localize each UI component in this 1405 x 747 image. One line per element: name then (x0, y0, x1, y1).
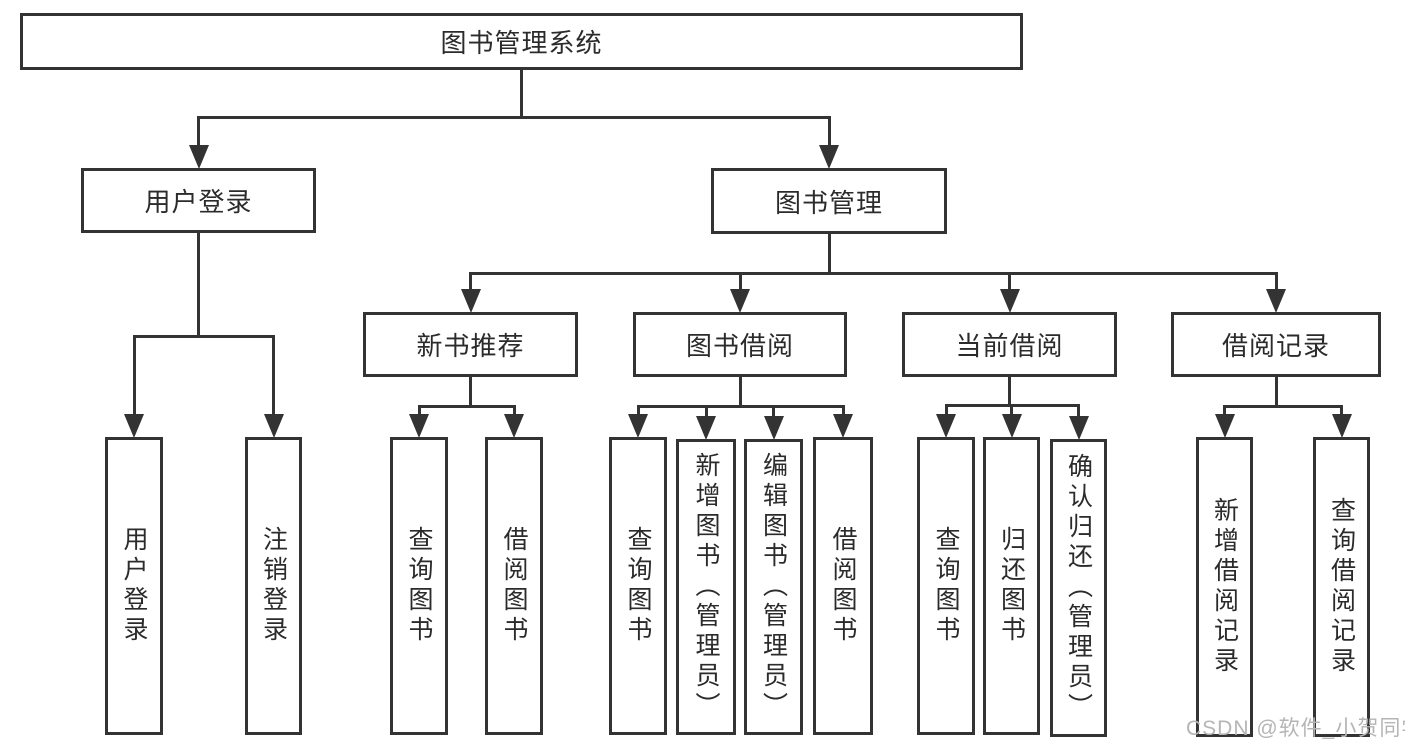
connector-trunk-current-borrow-box (1008, 377, 1011, 407)
leaf-logout-label: 注销登录 (259, 526, 288, 646)
arrowhead-down-icon-leaf-borrow-book-2 (833, 414, 853, 438)
arrowhead-down-icon-leaf-edit-book (763, 416, 784, 440)
book-borrow-box-label: 图书借阅 (685, 331, 794, 361)
leaf-confirm-return: 确认归还（管理员） (1050, 439, 1107, 737)
connector-stem-leaf-add-book (704, 406, 708, 418)
leaf-query-book-1: 查询图书 (390, 437, 448, 735)
leaf-edit-book: 编辑图书（管理员） (744, 439, 803, 735)
connector-stem-leaf-borrow-book-1 (512, 406, 516, 416)
leaf-user-login-label: 用户登录 (120, 526, 148, 646)
connector-branch-user-login-box (132, 334, 275, 338)
leaf-query-book-3-label: 查询图书 (932, 526, 960, 646)
leaf-add-record-label: 新增借阅记录 (1210, 497, 1239, 677)
leaf-borrow-book-2-label: 借阅图书 (829, 526, 857, 646)
arrowhead-down-icon-leaf-add-record (1214, 414, 1235, 438)
connector-branch-book-mgmt-box (469, 271, 1278, 275)
leaf-borrow-book-1-label: 借阅图书 (500, 526, 528, 646)
leaf-query-book-3: 查询图书 (917, 437, 975, 735)
leaf-logout: 注销登录 (245, 437, 302, 735)
leaf-user-login: 用户登录 (105, 437, 163, 735)
user-login-box: 用户登录 (81, 168, 316, 233)
arrowhead-down-icon-borrow-record-box (1266, 289, 1286, 313)
leaf-query-record-label: 查询借阅记录 (1327, 497, 1356, 677)
leaf-return-book-label: 归还图书 (997, 526, 1026, 646)
arrowhead-down-icon-leaf-add-book (696, 416, 716, 440)
connector-stem-user-login-box (197, 117, 200, 147)
new-book-rec-box: 新书推荐 (363, 312, 578, 377)
leaf-add-book-label: 新增图书（管理员） (692, 452, 720, 722)
arrowhead-down-icon-leaf-user-login (124, 414, 144, 438)
connector-stem-book-borrow-box (738, 273, 742, 291)
connector-stem-leaf-query-book-1 (417, 406, 421, 416)
connector-stem-leaf-query-book-2 (636, 406, 640, 416)
arrowhead-down-icon-leaf-return-book (1001, 414, 1022, 438)
leaf-query-book-2: 查询图书 (609, 437, 667, 735)
connector-trunk-root-box (520, 70, 523, 119)
connector-branch-new-book-rec-box (417, 404, 516, 408)
connector-stem-current-borrow-box (1008, 273, 1011, 291)
book-borrow-box: 图书借阅 (633, 312, 847, 377)
arrowhead-down-icon-leaf-query-book-3 (936, 414, 956, 438)
connector-stem-leaf-edit-book (772, 406, 775, 418)
leaf-add-record: 新增借阅记录 (1196, 437, 1253, 737)
connector-branch-borrow-record-box (1223, 404, 1343, 408)
arrowhead-down-icon-user-login-box (188, 145, 209, 169)
arrowhead-down-icon-new-book-rec-box (460, 289, 481, 313)
leaf-query-book-1-label: 查询图书 (405, 526, 433, 646)
leaf-add-book: 新增图书（管理员） (676, 439, 736, 735)
leaf-query-record: 查询借阅记录 (1313, 437, 1370, 737)
leaf-confirm-return-label: 确认归还（管理员） (1064, 453, 1093, 723)
new-book-rec-box-label: 新书推荐 (416, 331, 525, 361)
arrowhead-down-icon-leaf-borrow-book-1 (504, 414, 524, 438)
arrowhead-down-icon-leaf-query-book-2 (628, 414, 648, 438)
connector-stem-leaf-confirm-return (1077, 405, 1080, 418)
csdn-watermark: CSDN @软件_小贺同学 (1186, 717, 1405, 740)
connector-stem-leaf-return-book (1010, 405, 1013, 416)
arrowhead-down-icon-leaf-logout (263, 414, 284, 438)
leaf-borrow-book-1: 借阅图书 (485, 437, 543, 735)
connector-stem-leaf-add-record (1223, 406, 1226, 416)
connector-trunk-new-book-rec-box (469, 377, 472, 408)
arrowhead-down-icon-current-borrow-box (999, 289, 1020, 313)
connector-stem-book-mgmt-box (827, 117, 831, 147)
leaf-edit-book-label: 编辑图书（管理员） (759, 452, 788, 722)
borrow-record-box-label: 借阅记录 (1221, 331, 1330, 361)
connector-stem-new-book-rec-box (469, 273, 472, 291)
connector-stem-leaf-query-record (1340, 406, 1343, 416)
borrow-record-box: 借阅记录 (1171, 312, 1381, 377)
arrowhead-down-icon-leaf-query-book-1 (409, 414, 429, 438)
arrowhead-down-icon-book-mgmt-box (819, 145, 839, 169)
arrowhead-down-icon-book-borrow-box (730, 289, 750, 313)
leaf-borrow-book-2: 借阅图书 (813, 437, 873, 735)
connector-trunk-book-borrow-box (738, 377, 742, 408)
root-box-label: 图书管理系统 (440, 28, 603, 58)
arrowhead-down-icon-leaf-query-record (1331, 414, 1352, 438)
connector-stem-borrow-record-box (1274, 273, 1278, 291)
current-borrow-box: 当前借阅 (902, 312, 1117, 377)
user-login-box-label: 用户登录 (144, 187, 253, 217)
connector-trunk-user-login-box (197, 233, 200, 338)
connector-branch-book-borrow-box (636, 404, 845, 408)
current-borrow-box-label: 当前借阅 (955, 331, 1064, 361)
arrowhead-down-icon-leaf-confirm-return (1068, 416, 1089, 440)
connector-stem-leaf-borrow-book-2 (841, 406, 845, 416)
book-mgmt-box-label: 图书管理 (774, 187, 883, 218)
root-box: 图书管理系统 (20, 13, 1023, 70)
connector-branch-root-box (197, 115, 831, 119)
book-mgmt-box: 图书管理 (711, 168, 947, 234)
connector-stem-leaf-user-login (132, 336, 136, 416)
leaf-query-book-2-label: 查询图书 (624, 526, 652, 646)
leaf-return-book: 归还图书 (983, 437, 1040, 735)
connector-stem-leaf-query-book-3 (944, 405, 948, 416)
connector-stem-leaf-logout (272, 336, 275, 416)
connector-trunk-book-mgmt-box (827, 234, 831, 275)
connector-trunk-borrow-record-box (1274, 377, 1278, 408)
